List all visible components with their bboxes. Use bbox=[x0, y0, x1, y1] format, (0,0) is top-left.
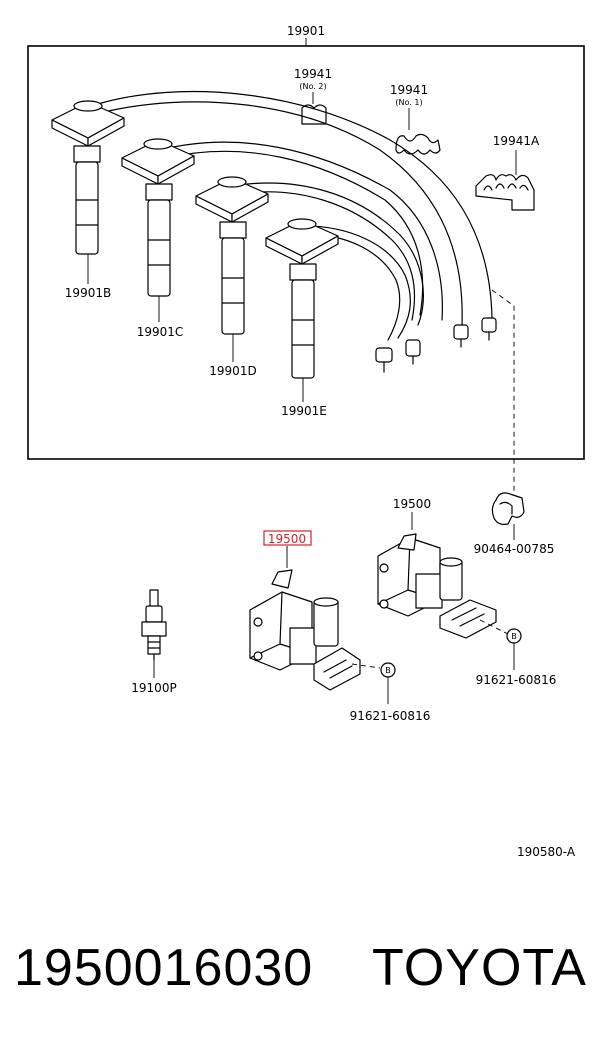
coil-left-bolt-dash bbox=[351, 663, 381, 669]
bolt-left-callout[interactable]: 91621-60816 bbox=[350, 709, 431, 723]
cord-d-callout[interactable]: 19901D bbox=[209, 364, 256, 378]
bolt-left-marker-letter: B bbox=[385, 666, 391, 675]
footer-brand: TOYOTA bbox=[372, 939, 587, 997]
cord-c-boot bbox=[121, 138, 195, 297]
wire-terminals bbox=[375, 317, 497, 373]
clamp-no2-sub: (No. 2) bbox=[299, 82, 326, 91]
clamp-no2-callout[interactable]: 19941 bbox=[294, 67, 332, 81]
figure-number: 190580-A bbox=[517, 845, 576, 859]
clamp-no1 bbox=[395, 133, 441, 155]
clamp-no2 bbox=[301, 104, 327, 125]
cord-c-callout[interactable]: 19901C bbox=[137, 325, 184, 339]
clamp-a bbox=[475, 174, 535, 211]
clip-dash-link bbox=[491, 289, 515, 496]
coil-left-callout[interactable]: 19500 bbox=[268, 532, 306, 546]
cord-b-boot bbox=[51, 100, 125, 255]
cord-d-boot bbox=[195, 176, 269, 335]
coil-left-highlight-box bbox=[263, 530, 312, 546]
ignition-coil-right bbox=[377, 533, 497, 639]
bolt-right-marker-letter: B bbox=[511, 632, 517, 641]
clip-90464 bbox=[491, 492, 525, 525]
bolt-right-callout[interactable]: 91621-60816 bbox=[476, 673, 557, 687]
spark-plug bbox=[141, 589, 167, 661]
clamp-no1-callout[interactable]: 19941 bbox=[390, 83, 428, 97]
cord-e-boot bbox=[265, 218, 339, 379]
cord-e-callout[interactable]: 19901E bbox=[281, 404, 327, 418]
ignition-coil-left bbox=[249, 569, 361, 691]
coil-right-callout[interactable]: 19500 bbox=[393, 497, 431, 511]
ignition-wires bbox=[97, 90, 493, 341]
cord-b-callout[interactable]: 19901B bbox=[65, 286, 111, 300]
footer-part-number: 1950016030 bbox=[14, 939, 314, 997]
clamp-a-callout[interactable]: 19941A bbox=[493, 134, 540, 148]
spark-plug-callout[interactable]: 19100P bbox=[131, 681, 176, 695]
harness-callout[interactable]: 19901 bbox=[287, 24, 325, 38]
clamp-no1-sub: (No. 1) bbox=[395, 98, 422, 107]
clip-callout[interactable]: 90464-00785 bbox=[474, 542, 555, 556]
